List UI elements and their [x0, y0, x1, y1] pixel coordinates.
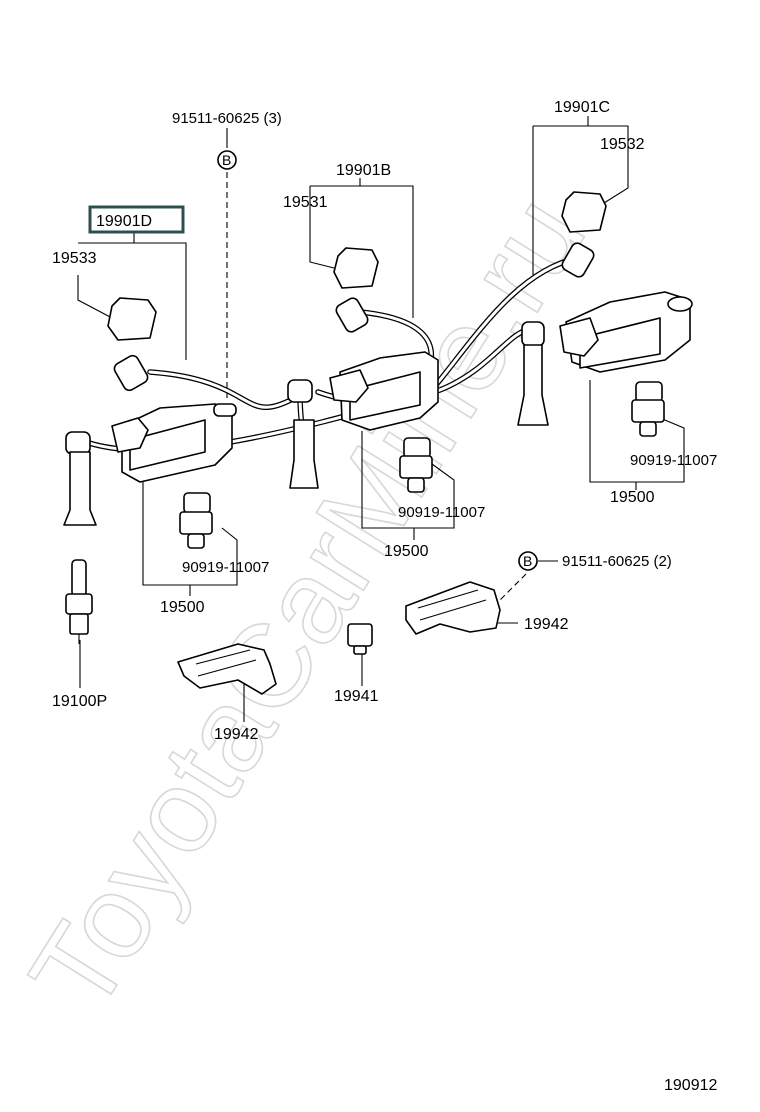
label-19532[interactable]: 19532: [600, 136, 645, 153]
cord-caps: [107, 191, 607, 341]
wire-boots: [63, 242, 595, 526]
svg-text:ToyotaCarMine.ru: ToyotaCarMine.ru: [5, 174, 610, 1034]
label-spark-plug[interactable]: 19100P: [52, 693, 107, 710]
label-19901b[interactable]: 19901B: [336, 162, 391, 179]
spark-plug: [65, 559, 93, 644]
label-bolt-right: 91511-60625 (2): [562, 553, 672, 570]
label-bolt-top: 91511-60625 (3): [172, 110, 282, 127]
ignition-coil-left: [111, 403, 237, 483]
svg-text:B: B: [523, 553, 532, 569]
label-plug-middle[interactable]: 90919-11007: [398, 504, 485, 521]
label-coil-right[interactable]: 19500: [610, 489, 655, 506]
diagram-number: 190912: [664, 1077, 717, 1094]
label-bracket-right[interactable]: 19942: [524, 616, 569, 633]
leader-lines: [77, 116, 685, 722]
svg-text:B: B: [222, 152, 231, 168]
label-19533[interactable]: 19533: [52, 250, 97, 267]
ignition-coil-middle: [293, 351, 439, 431]
connector-19941: [347, 623, 373, 655]
label-bracket-left[interactable]: 19942: [214, 726, 259, 743]
label-19531[interactable]: 19531: [283, 194, 328, 211]
watermark: ToyotaCarMine.ru: [4, 173, 611, 1034]
label-connector[interactable]: 19941: [334, 688, 379, 705]
plug-connectors: [179, 381, 665, 549]
label-19901d[interactable]: 19901D: [96, 213, 152, 230]
highlight-box: [88, 205, 185, 234]
bolt-symbol-right: B: [518, 551, 538, 571]
label-plug-left[interactable]: 90919-11007: [182, 559, 269, 576]
bracket-left: [177, 643, 277, 695]
label-plug-right[interactable]: 90919-11007: [630, 452, 717, 469]
label-19901c[interactable]: 19901C: [554, 99, 610, 116]
label-coil-left[interactable]: 19500: [160, 599, 205, 616]
ignition-coil-right: [559, 291, 693, 373]
label-coil-middle[interactable]: 19500: [384, 543, 429, 560]
bracket-right: [405, 581, 501, 635]
bolt-symbol-top: B: [217, 150, 237, 170]
